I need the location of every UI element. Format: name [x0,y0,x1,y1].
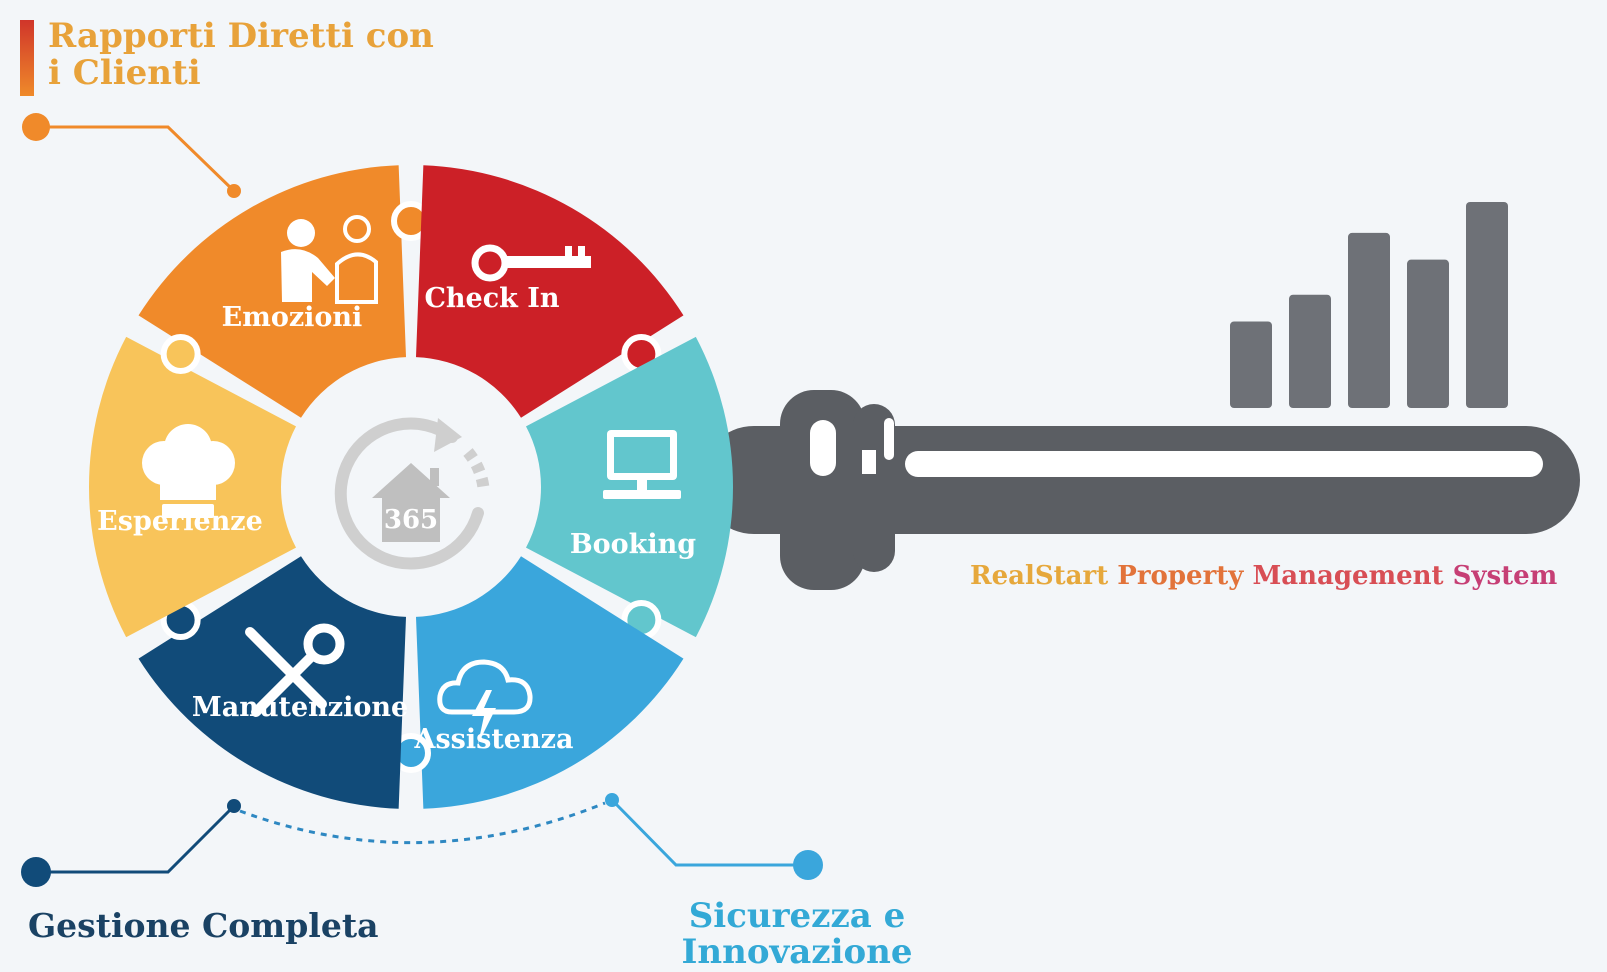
handshake-icon [281,215,378,304]
segment-label: Booking [570,529,696,560]
tools-icon [245,623,345,717]
segment-label: Assistenza [414,724,574,755]
segment-emozioni [138,165,407,418]
segment-label: Check In [424,283,559,314]
heading-accent-bar [20,20,34,96]
tagline-realstart: RealStart [970,561,1109,591]
heading-security-innovation: Sicurezza e Innovazione [672,898,922,970]
heading-direct-relations: Rapporti Diretti con i Clienti [20,16,434,96]
bar [1348,232,1390,408]
computer-icon [603,430,681,499]
bar-chart-icon [1230,202,1508,408]
heading-line-2: i Clienti [48,53,201,93]
segment-label: Manutenzione [192,692,408,723]
tagline: RealStart Property Management System [970,561,1557,591]
key-shaft [700,390,1580,590]
segment-label: Esperienze [97,506,263,537]
segment-manutenzione [138,556,407,809]
segment-label: Emozioni [222,302,363,333]
chef-hat-icon [142,424,235,518]
key-icon [471,244,591,282]
heading-security-line-1: Sicurezza e [688,896,906,936]
tagline-property: Property [1117,561,1244,591]
center-badge: 365 [384,505,438,535]
heading-line-1: Rapporti Diretti con [48,16,434,56]
storm-cloud-icon [437,659,533,744]
connector-lines [21,113,823,887]
heading-complete-management: Gestione Completa [28,906,379,945]
segment-check-in [415,165,684,418]
tagline-system: System [1452,561,1558,591]
bar [1407,259,1449,408]
house-cycle-icon: 365 [334,417,490,570]
heading-security-line-2: Innovazione [681,932,913,972]
bar [1466,202,1508,408]
bar [1230,321,1272,408]
segment-booking [525,336,734,638]
puzzle-knob [160,334,201,374]
segment-assistenza [415,556,684,809]
bar [1289,294,1331,408]
tagline-management: Management [1252,561,1444,591]
